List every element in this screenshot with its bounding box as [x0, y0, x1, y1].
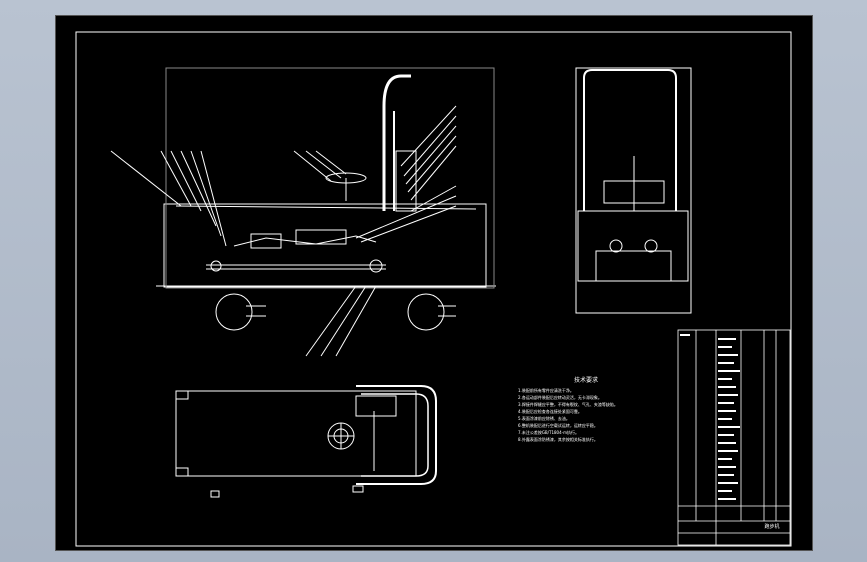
front-envelope — [575, 67, 692, 314]
front-view — [575, 67, 692, 314]
upright-column — [395, 150, 417, 212]
detail-a — [215, 293, 253, 331]
base-frame-outline — [163, 203, 487, 288]
front-handle — [583, 69, 677, 211]
front-roller — [369, 259, 383, 273]
cad-drawing: 技术要求 1.装配前所有零件应清洗干净。 2.各运动部件装配后应转动灵活，无卡滞… — [75, 31, 792, 547]
inner-frame — [75, 31, 792, 547]
detail-b — [407, 293, 445, 331]
note-item: 6.整机装配后进行空载试运转，运转应平稳。 — [518, 422, 598, 428]
note-item: 2.各运动部件装配后应转动灵活，无卡滞现象。 — [518, 394, 602, 400]
note-item: 1.装配前所有零件应清洗干净。 — [518, 387, 574, 393]
top-view — [175, 385, 437, 498]
dimension-envelope — [165, 67, 495, 289]
note-item: 3.焊接件焊缝应平整，不得有裂纹、气孔、夹渣等缺陷。 — [518, 401, 618, 407]
note-item: 7.未注公差按GB/T1804-m执行。 — [518, 429, 579, 435]
top-handle — [356, 385, 437, 485]
note-item: 8.外露表面涂防锈漆，其余按相关标准执行。 — [518, 436, 598, 442]
parts-list-rows — [680, 334, 740, 500]
note-item: 5.表面涂漆前应除锈、去油。 — [518, 415, 570, 421]
parts-list — [677, 329, 791, 546]
drawing-sheet: 技术要求 1.装配前所有零件应清洗干净。 2.各运动部件装配后应转动灵活，无卡滞… — [55, 15, 813, 551]
handlebar — [382, 74, 411, 211]
notes-title: 技术要求 — [574, 376, 598, 384]
side-view — [110, 67, 496, 357]
note-item: 4.装配后应检查各连接处紧固可靠。 — [518, 408, 582, 414]
top-frame — [175, 390, 417, 477]
notes-list: 1.装配前所有零件应清洗干净。 2.各运动部件装配后应转动灵活，无卡滞现象。 3… — [518, 387, 618, 442]
rear-roller — [210, 260, 222, 272]
title-block-name: 跑步机 — [764, 523, 779, 530]
